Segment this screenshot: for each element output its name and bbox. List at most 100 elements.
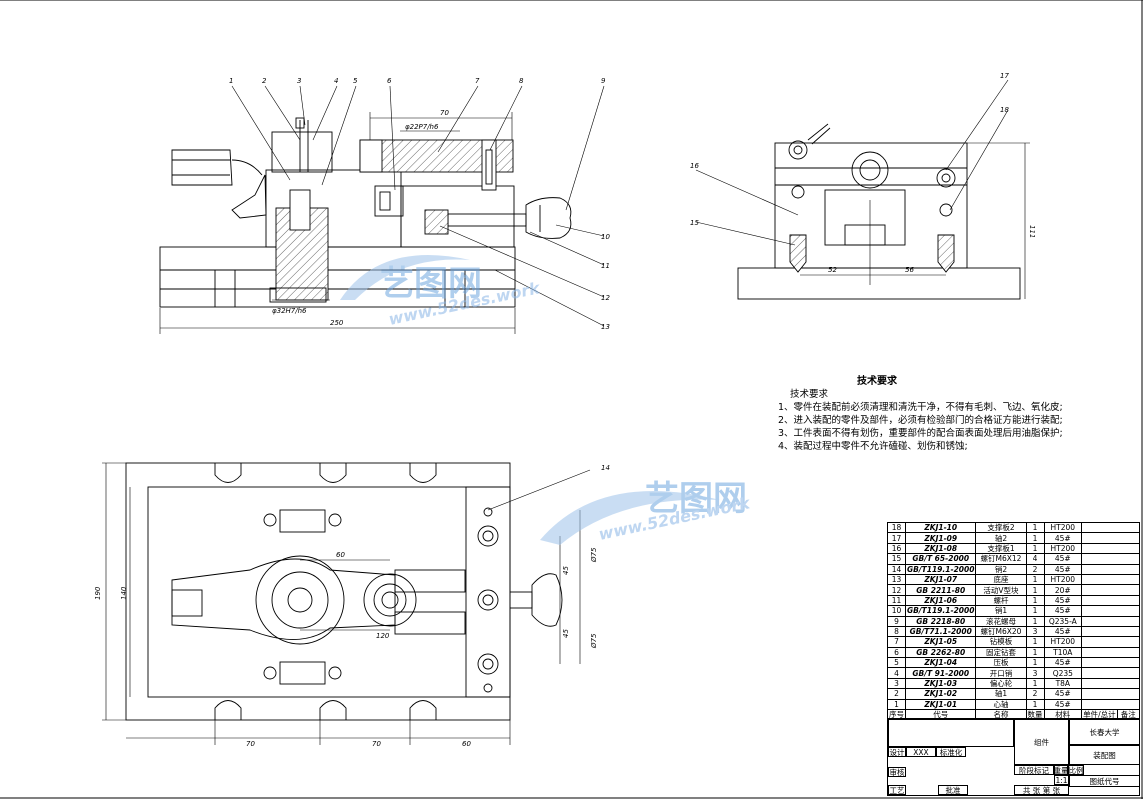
bom-cell — [1081, 594, 1140, 607]
bom-cell: 钻模板 — [975, 636, 1027, 648]
dim-top-70: 70 — [440, 109, 449, 117]
bom-cell: 2 — [887, 688, 906, 700]
bom-cell: 13 — [887, 573, 906, 586]
dim-fit-top: φ22P7/h6 — [405, 123, 439, 131]
bom-cell: 45# — [1043, 532, 1083, 544]
standard-label: 标准化 — [936, 747, 966, 757]
front-view-leaders — [159, 85, 605, 334]
bom-cell: 16 — [887, 542, 906, 555]
bom-cell: 1 — [1025, 646, 1045, 659]
bom-cell: T8A — [1043, 677, 1083, 690]
bom-cell: 10 — [887, 605, 906, 617]
bom-cell — [1081, 605, 1140, 617]
bom-cell: 15 — [887, 553, 906, 565]
dim-bottom-60: 60 — [462, 740, 471, 748]
bom-code: GB/T71.1-2000 — [904, 625, 977, 638]
bom-cell: T10A — [1043, 646, 1083, 659]
top-view-dims — [102, 462, 591, 745]
bom-cell: 螺杆 — [975, 594, 1027, 607]
bom-code: GB/T 91-2000 — [904, 667, 977, 679]
bom-cell — [1081, 553, 1140, 565]
bom-cell: HT200 — [1043, 636, 1083, 648]
bom-code: ZKJ1-04 — [904, 657, 977, 669]
school-name: 长春大学 — [1069, 719, 1140, 745]
bom-cell: 18 — [887, 521, 906, 534]
bom-cell: 14 — [887, 563, 906, 575]
balloon-12: 12 — [601, 294, 610, 302]
approve-label: 批准 — [938, 785, 968, 795]
bom-code: GB/T 65-2000 — [904, 553, 977, 565]
scale-label: 比例 — [1068, 765, 1084, 775]
bom-cell: 底座 — [975, 573, 1027, 586]
bom-cell: 45# — [1043, 605, 1083, 617]
bom-cell: 偏心轮 — [975, 677, 1027, 690]
process-label: 工艺 — [888, 785, 906, 795]
weight-label: 重量 — [1053, 765, 1069, 775]
bom-cell: 1 — [1025, 677, 1045, 690]
svg-text:艺图网: 艺图网 — [380, 264, 482, 304]
dim-45b: 45 — [562, 629, 570, 638]
group-label: 组件 — [1014, 719, 1069, 765]
bom-code: ZKJ1-07 — [904, 573, 977, 586]
tech-item: 3、工件表面不得有划伤，重要部件的配合面表面处理后用油脂保护; — [778, 428, 1063, 439]
balloon-6: 6 — [387, 77, 392, 85]
balloon-15: 15 — [690, 219, 699, 227]
bom-cell: 支撑板2 — [975, 521, 1027, 534]
top-view — [125, 462, 563, 721]
bom-cell — [1081, 563, 1140, 575]
bom-code: GB 2211-80 — [904, 584, 977, 596]
bom-cell: 45# — [1043, 625, 1083, 638]
bom-cell: 12 — [887, 584, 906, 596]
balloon-14: 14 — [601, 464, 610, 472]
bom-cell: 1 — [1025, 615, 1045, 627]
bom-code: GB 2218-80 — [904, 615, 977, 627]
bom-cell: 45# — [1043, 594, 1083, 607]
bom-cell: 5 — [887, 657, 906, 669]
bom-cell: 3 — [1025, 625, 1045, 638]
bom-cell: 8 — [887, 625, 906, 638]
bom-code: GB/T119.1-2000 — [904, 605, 977, 617]
bom-cell: 3 — [887, 677, 906, 690]
balloon-7: 7 — [475, 77, 480, 85]
bom-cell — [1081, 657, 1140, 669]
bom-cell: HT200 — [1043, 573, 1083, 586]
bom-cell: 7 — [887, 636, 906, 648]
balloon-3: 3 — [297, 77, 301, 85]
bom-cell: 4 — [887, 667, 906, 679]
bom-cell: 4 — [1025, 553, 1045, 565]
bom-code: ZKJ1-01 — [904, 698, 977, 711]
bom-cell: 6 — [887, 646, 906, 659]
dim-side-52: 52 — [828, 266, 837, 274]
bom-cell: 17 — [887, 532, 906, 544]
bom-cell: HT200 — [1043, 521, 1083, 534]
balloon-2: 2 — [262, 77, 267, 85]
dim-side-56: 56 — [905, 266, 914, 274]
bom-cell: 1 — [1025, 521, 1045, 534]
bom-cell — [1081, 584, 1140, 596]
balloon-11: 11 — [601, 262, 610, 270]
bom-code: ZKJ1-08 — [904, 542, 977, 555]
bom-cell: 支撑板1 — [975, 542, 1027, 555]
bom-cell: Q235 — [1043, 667, 1083, 679]
bom-code: ZKJ1-06 — [904, 594, 977, 607]
dim-45a: 45 — [562, 566, 570, 575]
bom-code: ZKJ1-02 — [904, 688, 977, 700]
balloon-1: 1 — [229, 77, 233, 85]
dim-120: 120 — [376, 632, 390, 640]
tech-item: 1、零件在装配前必须清理和清洗干净，不得有毛刺、飞边、氧化皮; — [778, 402, 1063, 413]
side-view-leaders — [695, 79, 1030, 299]
bom-code: GB/T119.1-2000 — [904, 563, 977, 575]
bom-cell: 45# — [1043, 698, 1083, 711]
balloon-17: 17 — [1000, 72, 1009, 80]
bom-cell — [1081, 677, 1140, 690]
bom-cell: 2 — [1025, 563, 1045, 575]
bom-cell: 1 — [887, 698, 906, 711]
bom-cell: 销1 — [975, 605, 1027, 617]
bom-cell: 45# — [1043, 553, 1083, 565]
balloon-4: 4 — [334, 77, 338, 85]
bom-cell: 3 — [1025, 667, 1045, 679]
dim-75b: Ø75 — [590, 633, 598, 649]
